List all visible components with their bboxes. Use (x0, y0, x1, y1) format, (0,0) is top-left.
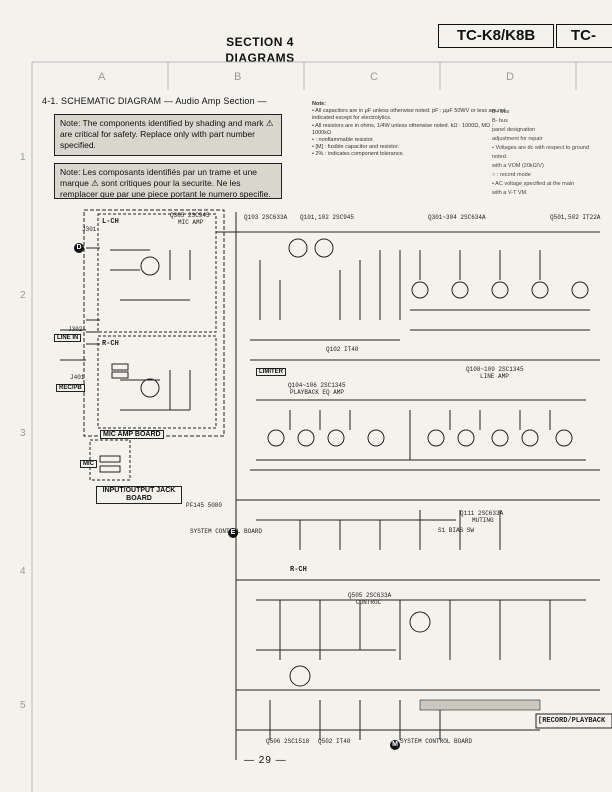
notes-title: Note: (312, 101, 327, 107)
io-jack-board-label: INPUT/OUTPUT JACK BOARD (96, 486, 182, 504)
q101-label: Q101,102 2SC945 (300, 214, 355, 221)
q505-label: Q505 2SC633A (348, 592, 392, 599)
q104-sub-label: PLAYBACK EQ AMP (290, 389, 345, 396)
rec-pb-label: REC/PB (56, 384, 85, 392)
q305-label: Q305 2SC945 (170, 212, 210, 219)
q111-sub-label: MUTING (472, 517, 494, 524)
q103-label: Q103 2SC633A (244, 214, 288, 221)
notes-legend: B+ bus B- bus panel designation adjustme… (492, 108, 612, 198)
q502-label: Q502 IT40 (318, 738, 351, 745)
q305-sub-label: MIC AMP (178, 219, 204, 226)
grid-row-5: 5 (20, 700, 26, 711)
model-label: TC-K8/K8B (438, 24, 554, 48)
legend-item: with a VOM (20kΩ/V) (492, 163, 544, 169)
grid-col-c: C (370, 71, 378, 83)
legend-item: • AC voltage specified at the main (492, 181, 575, 187)
legend-item: adjustment for repair (492, 136, 543, 142)
ref-e-marker: E (228, 528, 238, 538)
section-number: SECTION 4 (226, 35, 294, 49)
mic-label: MIC (80, 460, 97, 468)
note-item: • All capacitors are in μF unless otherw… (312, 108, 506, 122)
q505-sub-label: CONTROL (356, 599, 382, 606)
record-playback-label: [RECORD/PLAYBACK (538, 717, 606, 725)
line-in-label: LINE IN (54, 334, 82, 342)
mic-amp-board-label: MIC AMP BOARD (100, 430, 164, 439)
grid-col-d: D (506, 71, 514, 83)
legend-item: ○ : record mode (492, 172, 531, 178)
note-item: • : nonflammable resistor. (312, 137, 374, 144)
legend-item: noted. (492, 154, 508, 160)
safety-note-fr: Note: Les composants identifiés par un t… (54, 163, 282, 199)
j301-label: J301 (82, 226, 97, 233)
diagram-subtitle: 4-1. SCHEMATIC DIAGRAM — Audio Amp Secti… (42, 96, 267, 106)
grid-row-4: 4 (20, 566, 26, 577)
lch-label: L-CH (102, 218, 119, 226)
s1-label: S1 BIAS SW (438, 527, 475, 534)
system-control-label: SYSTEM CONTROL BOARD (190, 528, 263, 535)
rch-label: R-CH (102, 340, 119, 348)
ref-m-marker: M (390, 740, 400, 750)
notes-block: Note: • All capacitors are in μF unless … (312, 101, 508, 159)
safety-note-en: Note: The components identified by shadi… (54, 114, 282, 156)
grid-row-2: 2 (20, 290, 26, 301)
legend-item: B- bus (492, 118, 508, 124)
q102-label: Q102 IT40 (326, 346, 359, 353)
legend-item: with a V-T VM. (492, 190, 528, 196)
legend-item: B+ bus (492, 109, 510, 115)
q111-label: Q111 2SC633A (460, 510, 504, 517)
grid-row-1: 1 (20, 152, 26, 163)
limiter-label: LIMITER (256, 368, 286, 376)
j302-label: J302 (68, 326, 83, 333)
legend-item: • Voltages are dc with respect to ground (492, 145, 590, 151)
legend-item: panel designation (492, 127, 536, 133)
q108-label: Q108~109 2SC1345 (466, 366, 524, 373)
q104-label: Q104~106 2SC1345 (288, 382, 346, 389)
rch2-label: R-CH (290, 566, 307, 574)
j401-label: J401 (70, 374, 85, 381)
ref-d-marker: D (74, 243, 84, 253)
grid-col-a: A (98, 71, 106, 83)
q108-sub-label: LINE AMP (480, 373, 509, 380)
model-label-cut: TC- (556, 24, 612, 48)
q301-label: Q301~304 2SC634A (428, 214, 486, 221)
grid-col-b: B (234, 71, 242, 83)
pf-label: PF145 5080 (186, 502, 223, 509)
system-control-label-2: SYSTEM CONTROL BOARD (400, 738, 473, 745)
note-item: • [M] : fusible capacitor and resistor. (312, 144, 399, 151)
q506-label: Q506 2SC1518 (266, 738, 310, 745)
grid-row-3: 3 (20, 428, 26, 439)
note-item: • All resistors are in ohms, 1/4W unless… (312, 122, 494, 136)
page-number: — 29 — (244, 755, 287, 766)
q501-label: Q501,502 IT22A (550, 214, 601, 221)
note-item: • 2% : indicates component tolerance. (312, 151, 405, 158)
